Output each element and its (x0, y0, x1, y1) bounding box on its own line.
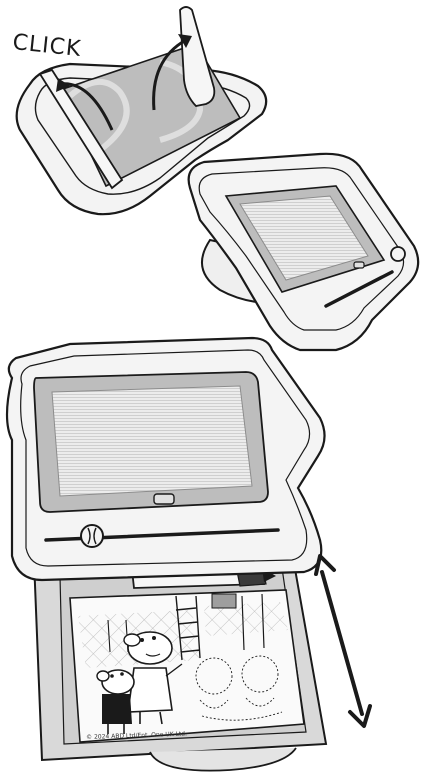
step1-right-flap (179, 6, 216, 107)
step2-board (187, 152, 420, 352)
curved-arrow-icon (152, 38, 187, 111)
playground-ladder (175, 595, 201, 661)
double-headed-arrow-icon (314, 554, 372, 728)
step1-left-bar (38, 68, 124, 190)
dotted-drawing-figures (195, 655, 283, 721)
cartoon-pigs (96, 631, 183, 734)
step3-board (5, 336, 328, 772)
step1-board (15, 6, 268, 216)
step3-screen (51, 385, 253, 497)
